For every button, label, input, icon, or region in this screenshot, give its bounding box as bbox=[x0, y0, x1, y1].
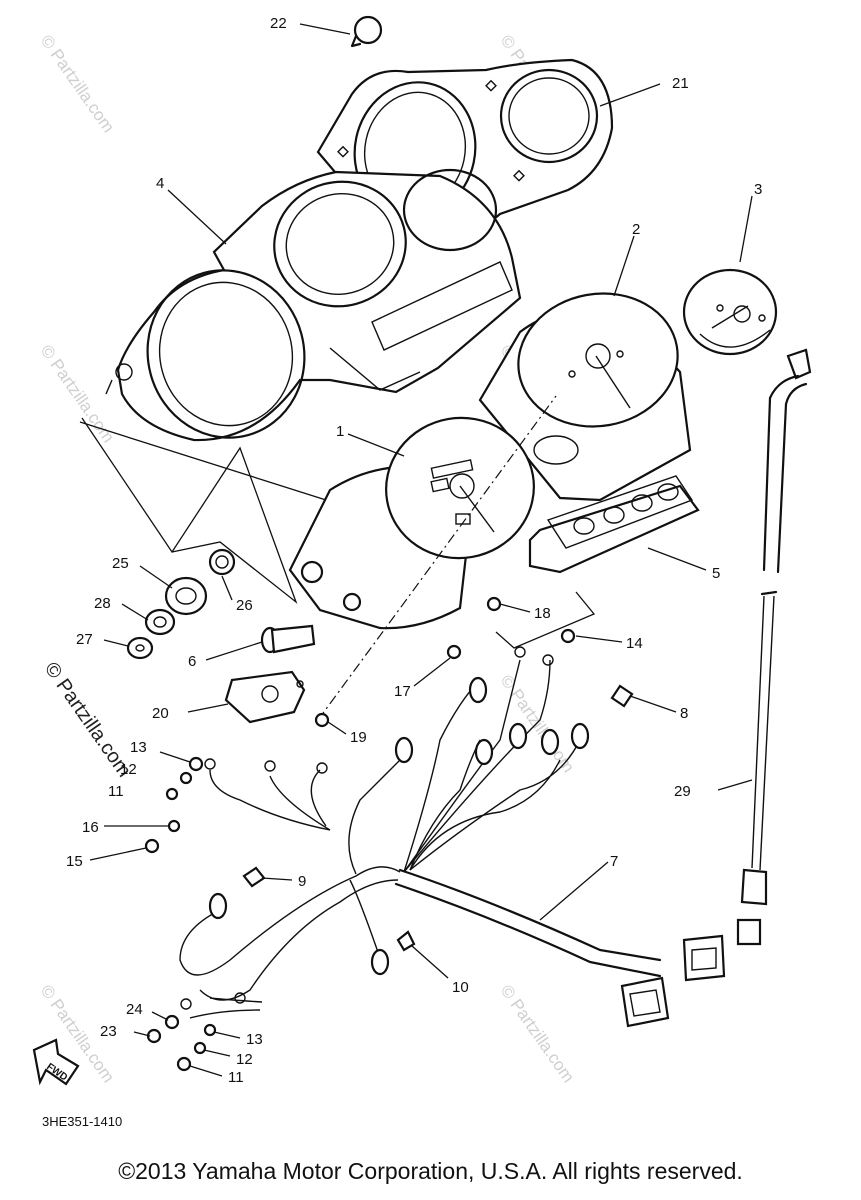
callout-17: 17 bbox=[394, 683, 411, 700]
bulb-socket-part bbox=[260, 624, 316, 654]
callout-20: 20 bbox=[152, 705, 169, 722]
callout-4: 4 bbox=[156, 175, 164, 192]
watermark: © Partzilla.com bbox=[497, 981, 578, 1086]
callout-10: 10 bbox=[452, 979, 469, 996]
cap-part bbox=[350, 15, 383, 48]
assembly-line bbox=[317, 395, 557, 721]
callout-8: 8 bbox=[680, 705, 688, 722]
callouts: 22 21 4 3 2 1 5 25 26 28 27 6 18 14 17 8… bbox=[66, 15, 762, 1086]
callout-29: 29 bbox=[674, 783, 691, 800]
callout-12b: 12 bbox=[236, 1051, 253, 1068]
callout-28: 28 bbox=[94, 595, 111, 612]
connector-parts bbox=[620, 934, 726, 1028]
callout-11: 11 bbox=[108, 783, 124, 800]
callout-12: 12 bbox=[120, 761, 137, 778]
socket-part bbox=[224, 670, 306, 724]
diagram-code: 3HE351-1410 bbox=[42, 1114, 122, 1129]
callout-23: 23 bbox=[100, 1023, 117, 1040]
callout-16: 16 bbox=[82, 819, 99, 836]
bulb-parts bbox=[242, 684, 634, 952]
callout-15: 15 bbox=[66, 853, 83, 870]
callout-14: 14 bbox=[626, 635, 643, 652]
watermark: © Partzilla.com bbox=[37, 31, 118, 136]
leader-lines bbox=[89, 23, 753, 1077]
callout-5: 5 bbox=[712, 565, 720, 582]
callout-24: 24 bbox=[126, 1001, 143, 1018]
callout-11b: 11 bbox=[228, 1069, 244, 1086]
bracket-line bbox=[81, 417, 298, 604]
callout-13b: 13 bbox=[246, 1031, 263, 1048]
callout-2: 2 bbox=[632, 221, 640, 238]
callout-22: 22 bbox=[270, 15, 287, 32]
wire-harness-part bbox=[179, 646, 662, 1019]
callout-25: 25 bbox=[112, 555, 129, 572]
callout-1: 1 bbox=[336, 423, 344, 440]
fwd-arrow-icon: FWD bbox=[32, 1038, 80, 1086]
bracket-line bbox=[495, 591, 596, 649]
callout-27: 27 bbox=[76, 631, 93, 648]
callout-19: 19 bbox=[350, 729, 367, 746]
callout-21: 21 bbox=[672, 75, 689, 92]
callout-18: 18 bbox=[534, 605, 551, 622]
speedometer-part bbox=[288, 416, 535, 630]
callout-3: 3 bbox=[754, 181, 762, 198]
tachometer-part bbox=[478, 292, 692, 502]
callout-9: 9 bbox=[298, 873, 306, 890]
bracket-line bbox=[79, 421, 327, 501]
indicator-block-part bbox=[528, 475, 700, 574]
callout-6: 6 bbox=[188, 653, 196, 670]
back-cover-part bbox=[682, 268, 778, 356]
callout-26: 26 bbox=[236, 597, 253, 614]
meter-case-upper-part bbox=[105, 168, 522, 442]
cable-part bbox=[736, 348, 812, 946]
callout-13: 13 bbox=[130, 739, 147, 756]
grommet-parts bbox=[126, 548, 236, 660]
callout-7: 7 bbox=[610, 853, 618, 870]
watermark: © Partzilla.com bbox=[497, 671, 578, 776]
copyright-notice: ©2013 Yamaha Motor Corporation, U.S.A. A… bbox=[118, 1158, 743, 1184]
